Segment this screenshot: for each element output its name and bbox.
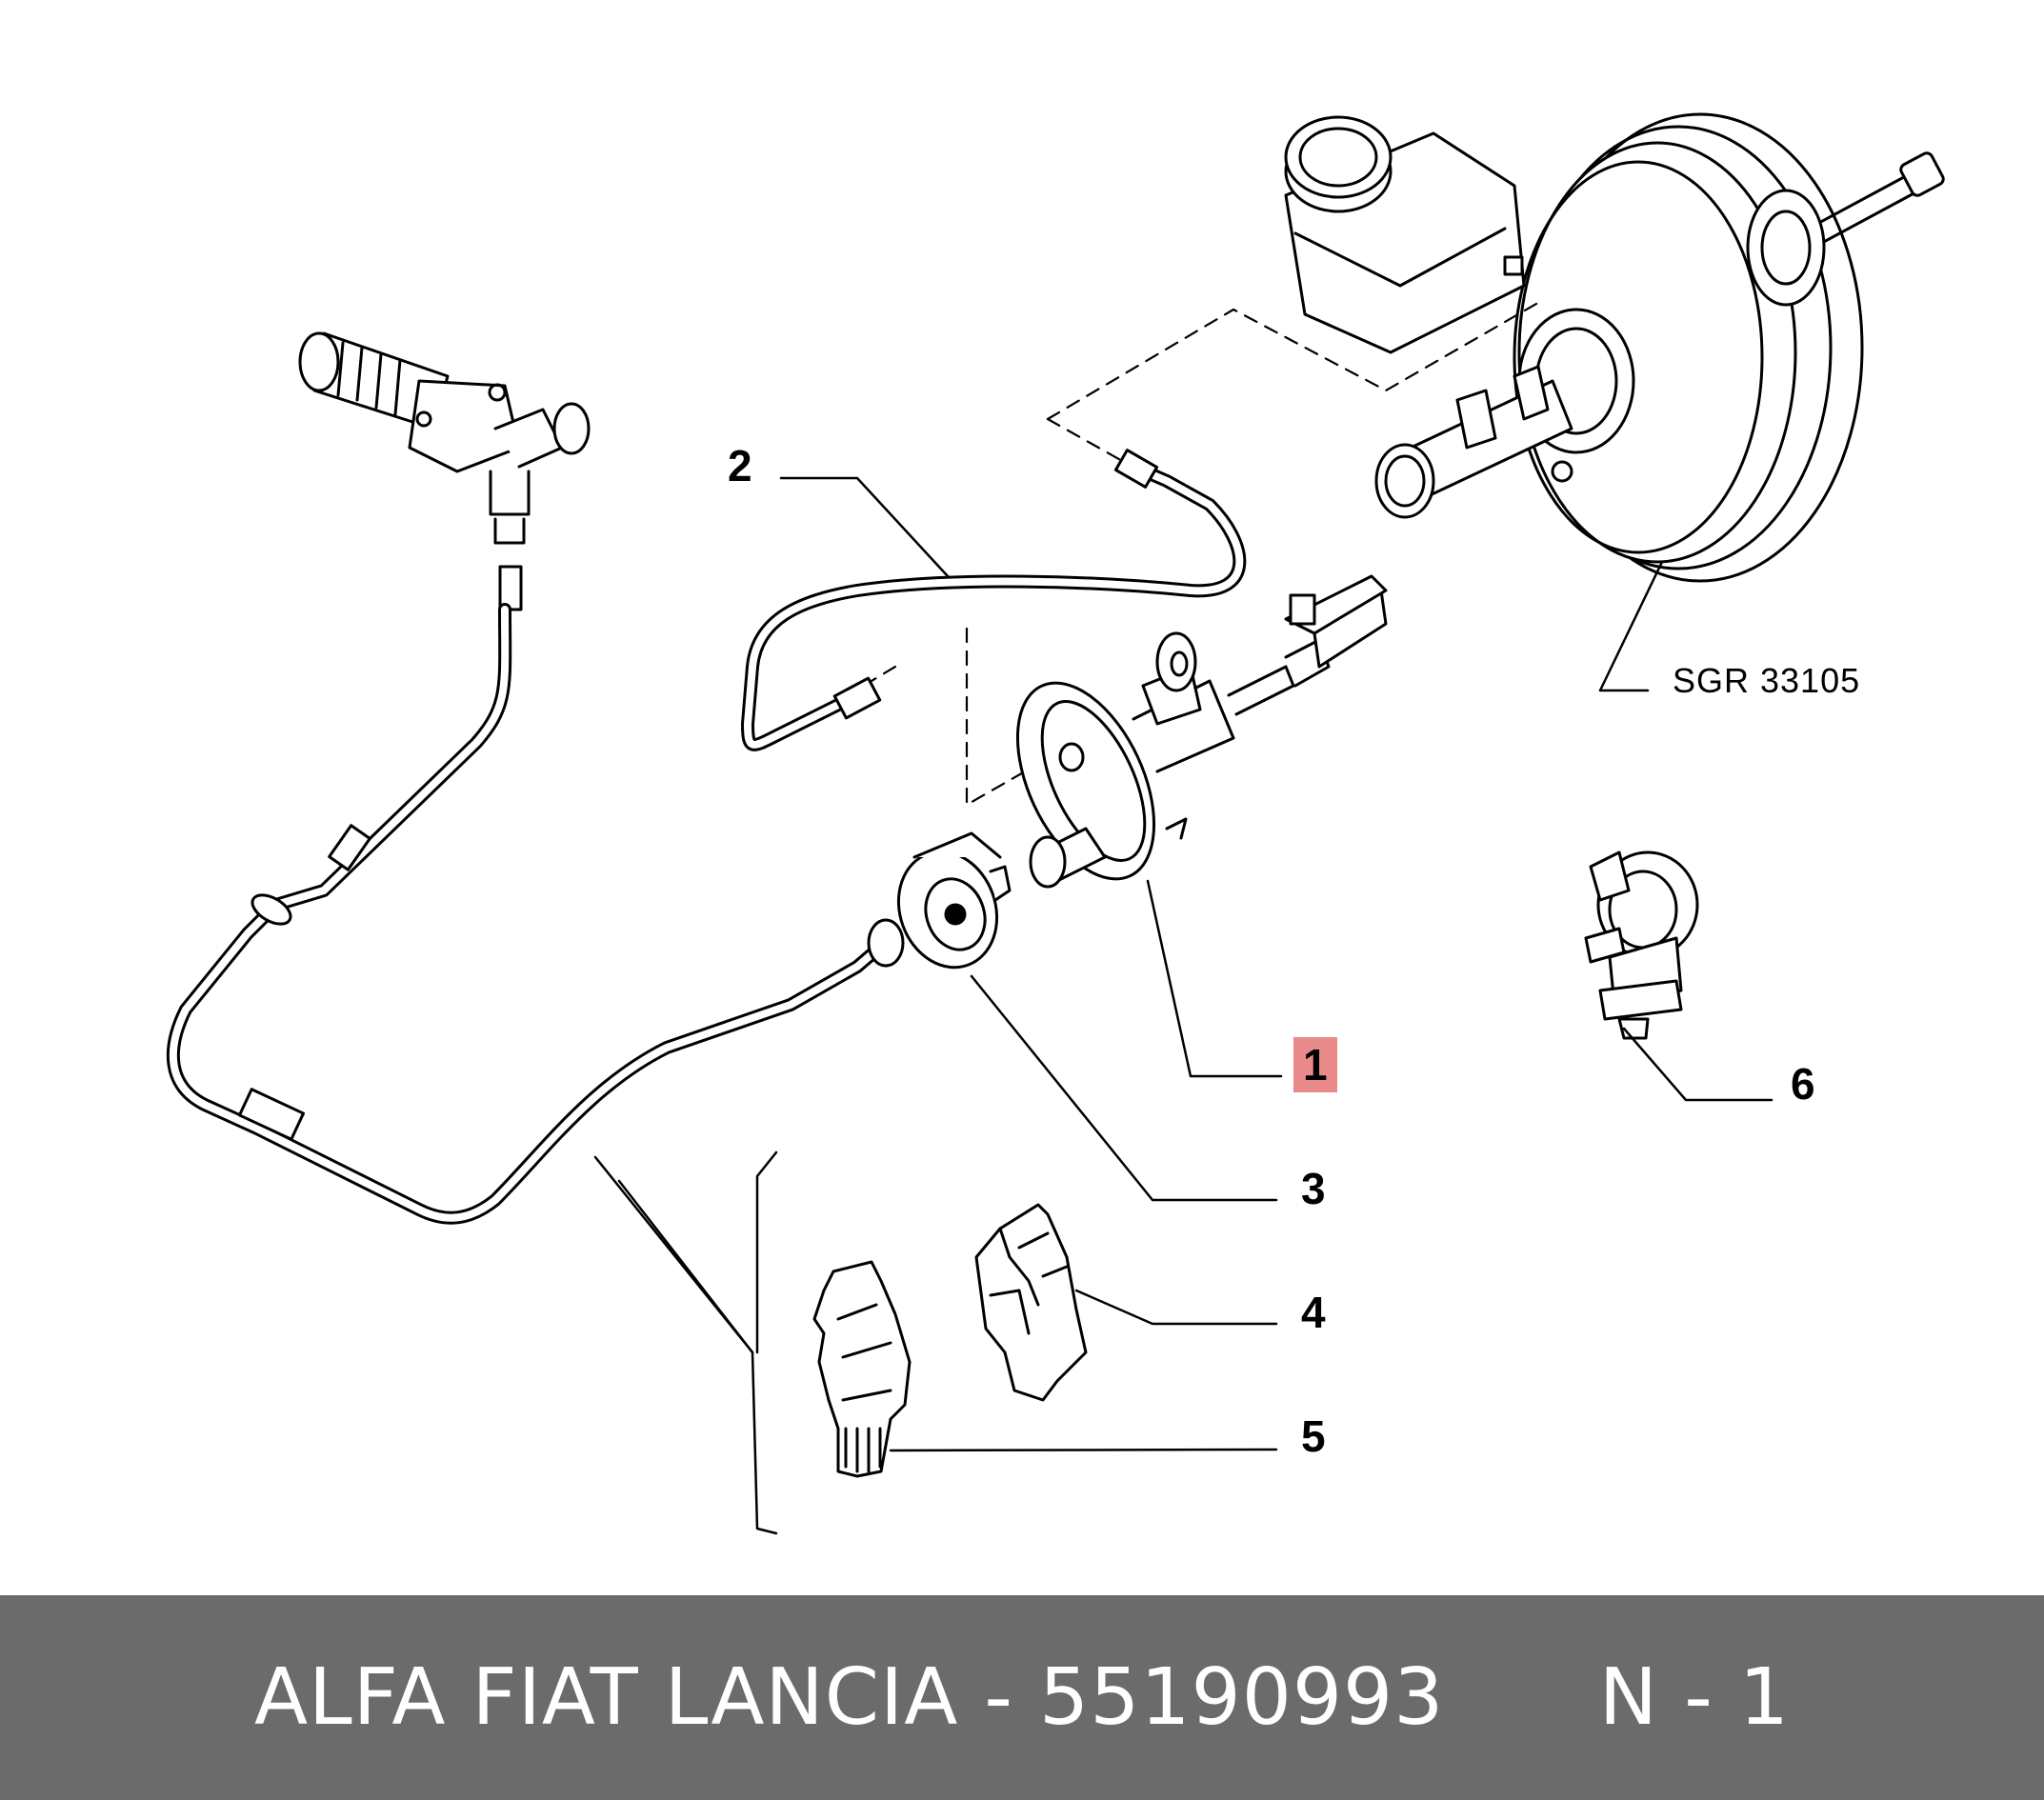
hose-clip-6-illustration: [1584, 850, 1699, 1040]
footer-brand-part: ALFA FIAT LANCIA - 55190993: [253, 1652, 1445, 1743]
exploded-parts-diagram: [166, 112, 1945, 1535]
footer-sheet: N - 1: [1598, 1652, 1791, 1743]
clutch-hose-short: [741, 449, 1247, 751]
hose-clip-5-illustration: [812, 1260, 912, 1478]
footer-bar: ALFA FIAT LANCIA - 55190993 N - 1: [0, 1595, 2044, 1800]
clutch-hose-long: [166, 565, 897, 1225]
callout-5: 5: [1301, 1411, 1326, 1461]
clutch-master-cylinder-illustration: [1015, 574, 1388, 889]
footer-text: ALFA FIAT LANCIA - 55190993 N - 1: [254, 1652, 1790, 1743]
callout-1-highlighted: 1: [1293, 1037, 1337, 1092]
callout-6: 6: [1791, 1059, 1815, 1109]
diagram-reference-code: SGR 33105: [1673, 661, 1861, 700]
hose-clip-4-illustration: [974, 1203, 1088, 1402]
callout-2: 2: [728, 441, 752, 490]
slave-cylinder-illustration: [298, 331, 591, 545]
callout-4: 4: [1301, 1288, 1326, 1337]
brake-booster-illustration: [1284, 112, 1945, 583]
callout-3: 3: [1301, 1164, 1326, 1213]
damper-illustration: [867, 831, 1012, 970]
